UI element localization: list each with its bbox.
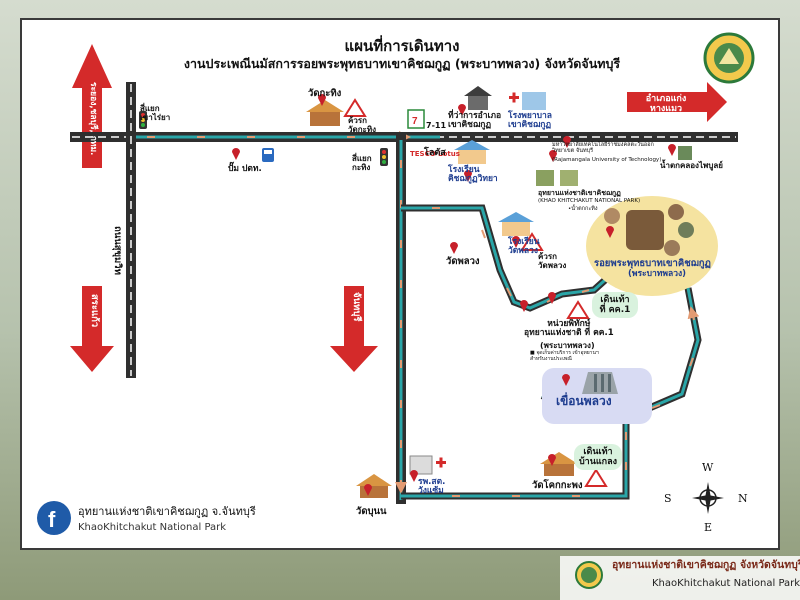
pedestrian-icon-1 [566,300,590,319]
arrow-middle-shape [330,286,378,372]
label-park-hq-sub: •น้ำตกกะทิง [568,206,598,212]
label-wat-khotkrapho: วัดโคกกะพง [532,480,583,491]
label-intersection-kathing: สี่แยก กะทิง [352,154,372,172]
location-pins [232,94,676,496]
curve-warning-icon-phluang [520,232,544,251]
svg-text:f: f [48,507,56,532]
footer-name-th: อุทยานแห่งชาติเขาคิชฌกูฏ จังหวัดจันทบุรี [612,559,800,571]
label-wat-bun: วัดบุนน [356,506,387,517]
label-intersection-khao-rai-ya: สี่แยก เขาไร่ยา [140,104,171,122]
label-park-hq-en: (KHAO KHITCHAKUT NATIONAL PARK) [538,198,641,204]
temple-icon-wat-bun [356,474,392,498]
label-curve-kathing: ค้วรก วัดกะทิง [348,116,377,134]
dam-area [542,368,652,424]
label-footprint: รอยพระพุทธบาทเขาคิชฌกูฏ [594,258,711,269]
hospital-icon [509,92,546,110]
label-walk-1: เดินเท้า ที่ คค.1 [592,292,638,318]
label-walk-2: เดินเท้า บ้านแกลง [574,444,622,470]
label-district-office: ที่ว่าการอำเภอ เขาคิชฌกูฏ [448,111,502,130]
dam-icon [582,372,618,394]
school-icon-phluang [498,212,534,236]
label-rambhai-univ-en: (Rajamangala University of Technology) [552,157,662,163]
label-seven-eleven: 7-11 [426,121,447,130]
compass-n: N [738,492,748,505]
label-hospital: โรงพยาบาล เขาคิชฌกูฏ [508,111,553,130]
label-wat-kathing: วัดกะทิง [308,88,342,99]
arrow-label-middle: จันทบุรี [351,292,362,322]
label-gas-station: ปั๊ม ปตท. [228,164,262,174]
temple-icon-wat-khotkrapho [540,452,578,476]
label-rambhai-univ: มหาวิทยาลัยเทคโนโลยีราชมงคลตะวันออก วิทย… [552,142,654,154]
arrow-label-bottom-left: สระแก้ว [89,294,100,328]
sukhumvit-road [126,82,136,378]
label-tesco-logo: TESCO Lotus [410,150,460,158]
label-health-center: รพ.สต. วังแซ้ม [418,477,446,496]
label-school-khitchakut: โรงเรียน คิชฌกูฏวิทยา [448,165,498,184]
footer-emblem-logo [575,561,603,589]
compass-e: E [704,521,713,534]
traffic-light-icon-kathing [380,148,388,166]
svg-text:7: 7 [412,116,418,127]
label-lotus: โลตัส [424,148,446,158]
park-emblem-logo [703,32,755,84]
map-subtitle: งานประเพณีนมัสการรอยพระพุทธบาทเขาคิชฌกูฏ… [183,56,621,71]
temple-icon-wat-kathing [306,100,344,126]
middle-road [396,132,406,504]
label-wat-phluang: วัดพลวง [446,256,480,267]
label-dam: เขื่อนพลวง [556,394,612,408]
map-card: แผนที่การเดินทาง งานประเพณีนมัสการรอยพระ… [20,18,780,550]
label-school-phluang: โรงเรียน วัดพลวง [508,237,540,256]
map-canvas: 7 [37,32,755,535]
sukhumvit-road-label: ถนนสุขุมวิท [112,226,123,275]
label-unit-1: หน่วยพิทักษ์ อุทยานแห่งชาติ ที่ คค.1 [524,319,614,338]
arrow-right-shape [627,82,727,122]
label-waterfall: น้ำตกคลองไพบูลย์ [660,161,723,170]
facebook-page-name-en[interactable]: KhaoKhitchakut National Park [78,522,227,533]
waterfall-icon [678,146,692,160]
label-footprint-sub: (พระบาทพลวง) [628,269,687,279]
univ-icon [536,170,578,186]
footer-name-en: KhaoKhitchakut National Park [652,578,800,589]
label-park-hq: อุทยานแห่งชาติเขาคิชฌกูฏ [538,189,621,197]
compass-rose-icon [692,482,724,514]
traffic-light-icon-khao-rai-ya [139,111,147,129]
label-unit-1-sub: (พระบาทพลวง) [540,341,595,350]
facebook-logo-icon: f [37,501,71,535]
health-center-icon [409,455,446,475]
pedestrian-icon-2 [584,468,608,487]
arrow-label-top-left: ระยอง,ชลบุรี, กทม. [88,82,98,156]
school-icon-khitchakut [454,140,490,164]
compass-w: W [702,461,714,474]
arrow-label-right: อำเภอแก่ง หางแมว [645,94,687,114]
gas-station-icon [262,148,274,162]
compass-s: S [664,492,672,505]
arrow-bottom-left-shape [70,286,114,372]
facebook-page-name-th[interactable]: อุทยานแห่งชาติเขาคิชฌกูฏ จ.จันทบุรี [78,505,256,518]
district-office-icon [464,86,492,110]
label-curve-phluang: ค้วรก วัดพลวง [538,252,567,270]
label-unit-1-note: ■ จุดเก็บค่าบริการ เข้าอุทยานฯ สำหรับงาน… [530,350,599,362]
seven-eleven-icon: 7 [407,109,425,129]
map-title: แผนที่การเดินทาง [344,37,460,55]
curve-warning-icon-kathing [343,98,367,117]
footprint-photo [626,210,664,250]
